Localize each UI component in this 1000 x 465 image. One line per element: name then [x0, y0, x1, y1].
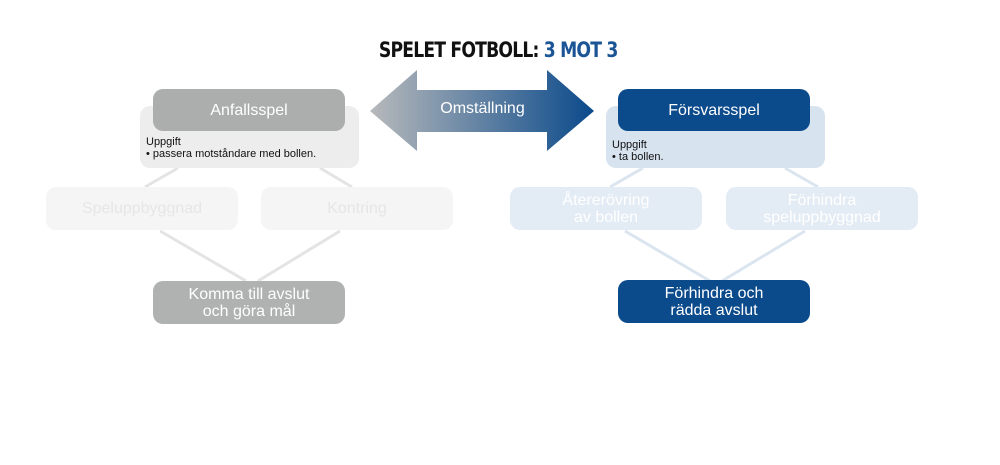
connector-right-bottom-2 — [721, 229, 806, 283]
finish-score-box: Komma till avslut och göra mål — [153, 281, 345, 324]
page-title: SPELET FOTBOLL: 3 MOT 3 — [88, 38, 908, 62]
attack-header-box: Anfallsspel — [153, 89, 345, 131]
attack-task: Uppgift • passera motståndare med bollen… — [146, 136, 316, 160]
attack-task-item: • passera motståndare med bollen. — [146, 148, 317, 160]
prevent-build-up-line1: Förhindra — [787, 191, 857, 209]
connector-left-bottom-2 — [257, 229, 341, 283]
connector-right-bottom-1 — [624, 229, 711, 283]
prevent-build-up-line2: speluppbyggnad — [763, 208, 881, 226]
recover-ball-box: Återerövring av bollen — [510, 187, 702, 230]
prevent-save-line1: Förhindra och — [664, 284, 764, 302]
prevent-save-line2: rädda avslut — [670, 301, 758, 319]
counter-attack-box: Kontring — [261, 187, 453, 230]
recover-ball-line2: av bollen — [573, 208, 639, 226]
finish-score-line2: och göra mål — [202, 302, 296, 320]
defense-task-title: Uppgift — [612, 139, 647, 151]
attack-task-title: Uppgift — [146, 136, 181, 148]
transition-label: Omställning — [440, 100, 525, 117]
connector-left-bottom-1 — [159, 229, 247, 283]
defense-task: Uppgift • ta bollen. — [612, 139, 664, 163]
connector-left-top-1 — [144, 166, 179, 189]
attack-header-label: Anfallsspel — [210, 101, 288, 119]
title-main: SPELET FOTBOLL: — [378, 38, 544, 62]
connector-right-top-2 — [784, 166, 819, 189]
counter-attack-label: Kontring — [327, 200, 387, 217]
build-up-box: Speluppbyggnad — [46, 187, 238, 230]
prevent-save-box: Förhindra och rädda avslut — [618, 280, 810, 323]
finish-score-line1: Komma till avslut — [188, 285, 310, 303]
prevent-build-up-box: Förhindra speluppbyggnad — [726, 187, 918, 230]
transition-double-arrow — [370, 70, 594, 151]
title-accent: 3 MOT 3 — [543, 38, 619, 62]
build-up-label: Speluppbyggnad — [81, 200, 203, 217]
defense-header-box: Försvarsspel — [618, 89, 810, 131]
defense-task-item: • ta bollen. — [612, 151, 664, 163]
connector-right-top-1 — [609, 166, 644, 189]
recover-ball-line1: Återerövring — [562, 191, 650, 209]
connector-left-top-2 — [319, 166, 353, 189]
defense-header-label: Försvarsspel — [668, 101, 760, 119]
